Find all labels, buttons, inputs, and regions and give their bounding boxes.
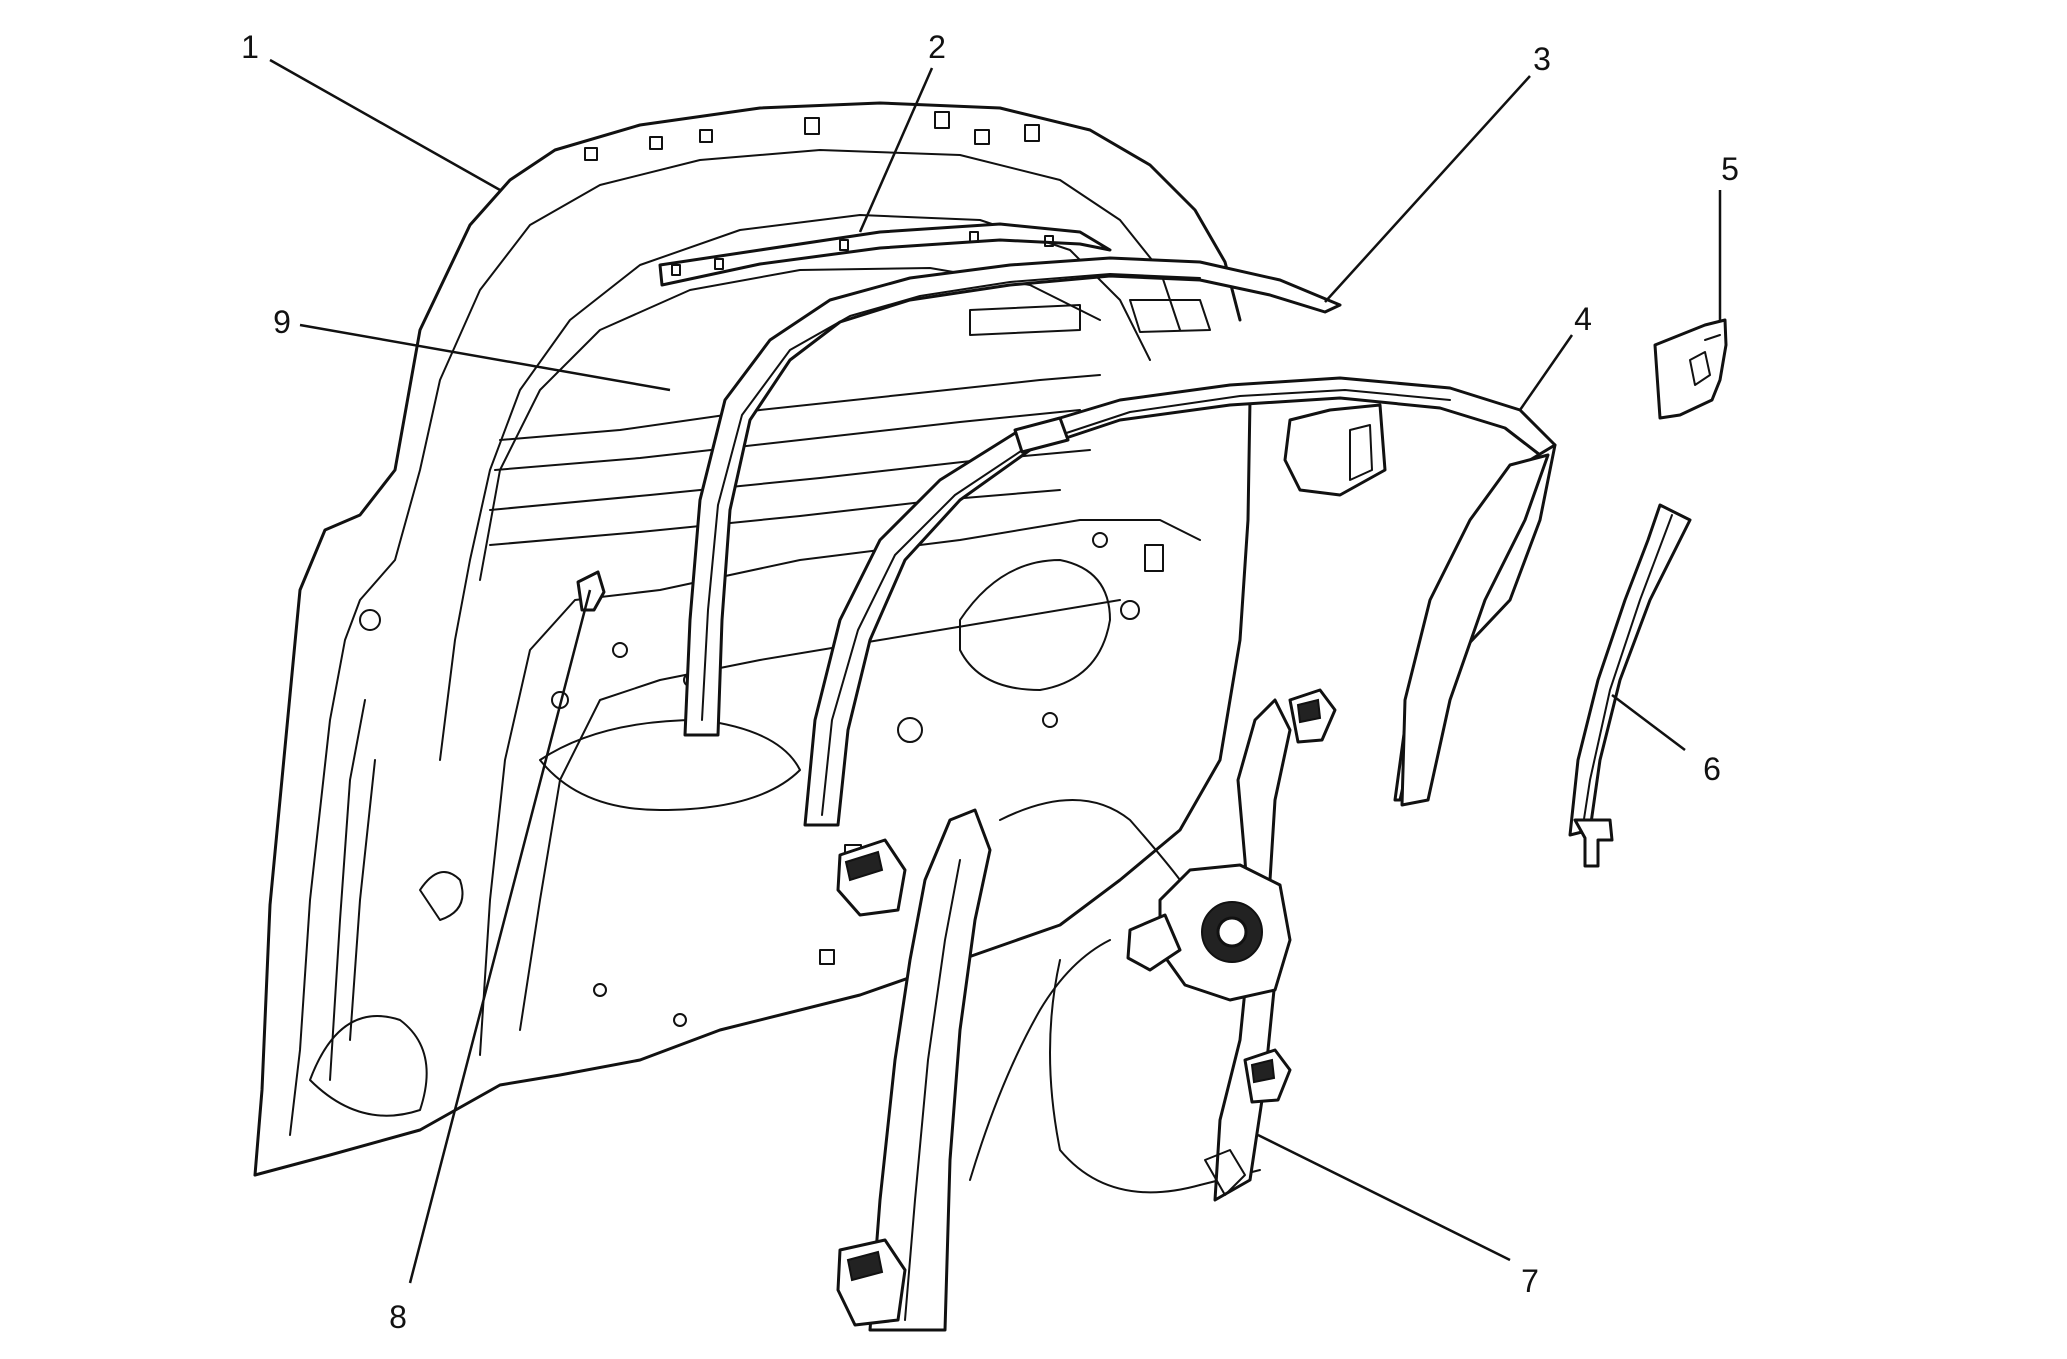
part-5-bracket (1653, 318, 1728, 420)
leader-4 (1518, 334, 1574, 411)
leader-9 (299, 323, 671, 392)
callout-7: 7 (1521, 1263, 1539, 1299)
callout-3: 3 (1533, 41, 1551, 77)
callout-leaders (269, 58, 1722, 1284)
callout-2: 2 (928, 29, 946, 65)
leader-1 (269, 58, 501, 192)
part-7-window-regulator (836, 688, 1337, 1332)
callout-9: 9 (273, 304, 291, 340)
leader-7 (1257, 1133, 1511, 1262)
callout-labels: 1 2 3 4 5 6 7 8 9 (241, 29, 1739, 1335)
leader-3 (1324, 75, 1531, 303)
callout-5: 5 (1721, 151, 1739, 187)
door-inner-panel (253, 101, 1387, 1177)
part-3-window-frame (683, 256, 1342, 737)
leader-2 (858, 67, 934, 233)
part-4-front-channel (803, 376, 1557, 827)
callout-4: 4 (1574, 301, 1592, 337)
leader-8 (408, 589, 592, 1284)
leader-6 (1611, 694, 1686, 751)
callout-8: 8 (389, 1299, 407, 1335)
callout-6: 6 (1703, 751, 1721, 787)
part-6-run-channel (1568, 503, 1692, 868)
part-2-reveal-molding (658, 222, 1112, 287)
callout-1: 1 (241, 29, 259, 65)
